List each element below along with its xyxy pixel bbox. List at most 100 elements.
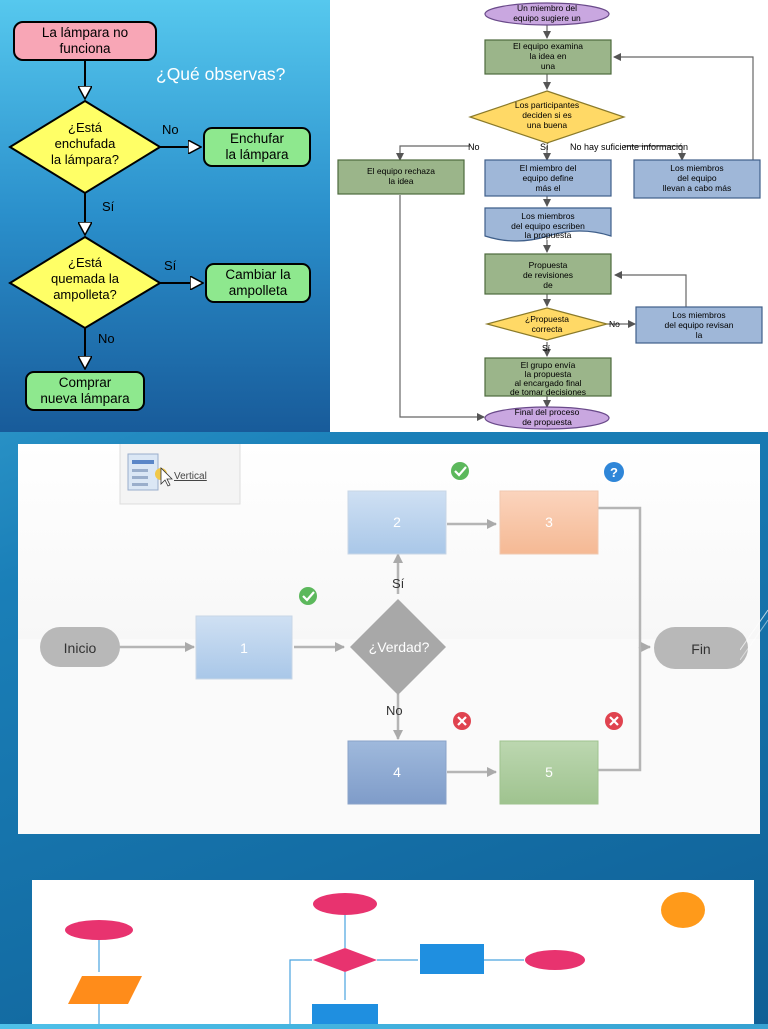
status-box-1-label: 1 (240, 640, 248, 656)
decision-burnt-line1: ¿Está (68, 255, 103, 270)
proposal-end-line1: Final del proceso (515, 407, 580, 417)
start-node (13, 21, 157, 61)
lamp-flowchart: La lámpara no funciona ¿Qué observas? ¿E… (8, 21, 311, 411)
status-box-3-label: 3 (545, 514, 553, 530)
label-yes-2: Sí (164, 258, 177, 273)
proposal-send (484, 357, 612, 397)
end-line2: nueva lámpara (40, 391, 130, 406)
action-plug-line1: Enchufar (230, 131, 285, 146)
proposal-review (484, 253, 612, 295)
status-start (40, 627, 120, 667)
blurred-flowchart-panel (32, 880, 754, 1024)
proposal-decide-line2: deciden si es (522, 110, 572, 120)
blurred-start (65, 920, 133, 940)
lamp-flowchart-panel: La lámpara no funciona ¿Qué observas? ¿E… (0, 0, 330, 432)
proposal-start-line1: Un miembro del (517, 3, 577, 13)
proposal-define-line3: más el (535, 183, 560, 193)
action-bulb-line1: Cambiar la (225, 267, 291, 282)
blurred-input (68, 976, 142, 1004)
help-glyph: ? (610, 465, 618, 480)
label-no-2: No (98, 331, 115, 346)
mouse-pointer-icon (160, 467, 173, 487)
proposal-decide-line1: Los participantes (515, 100, 579, 110)
check-mark (454, 466, 467, 477)
proposal-reject-line1: El equipo rechaza (367, 166, 435, 176)
status-box-3 (499, 490, 599, 555)
label-yes-1: Sí (102, 199, 115, 214)
proposal-send-line1: El grupo envía (521, 360, 576, 370)
proposal-start (484, 2, 610, 26)
status-end-label: Fin (691, 641, 710, 657)
status-decision (350, 599, 446, 695)
proposal-examine-line2: la idea en (530, 51, 567, 61)
proposal-correct-line1: ¿Propuesta (525, 314, 569, 324)
blurred-end (525, 950, 585, 970)
proposal-examine-line3: una (541, 61, 555, 71)
decision-plugged-line1: ¿Está (68, 120, 103, 135)
status-box-5 (499, 740, 599, 805)
status-label-yes: Sí (392, 576, 405, 591)
end-node (25, 371, 145, 411)
proposal-revise-line1: Los miembros (672, 310, 725, 320)
status-box-4-label: 4 (393, 764, 401, 780)
status-flowchart: Vertical Inicio 1 ¿Verdad? Sí No 2 (40, 441, 748, 805)
toolbar-label: Vertical (174, 471, 207, 482)
proposal-revise-line3: la (696, 330, 703, 340)
blurred-flowchart (65, 892, 705, 1024)
proposal-investigate (633, 159, 761, 199)
proposal-flowchart-panel: Un miembro del equipo sugiere un El equi… (330, 0, 768, 432)
proposal-review-line1: Propuesta (529, 260, 568, 270)
decision-burnt-line2: quemada la (51, 271, 120, 286)
proposal-define (484, 159, 612, 197)
status-flowchart-wrap: Vertical Inicio 1 ¿Verdad? Sí No 2 (18, 441, 760, 834)
layout-bar (132, 483, 148, 486)
status-end (654, 627, 748, 669)
proposal-define-line2: equipo define (522, 173, 573, 183)
help-icon (604, 462, 624, 482)
decorative-lines (740, 609, 768, 661)
status-decision-label: ¿Verdad? (369, 639, 430, 655)
action-plug (203, 127, 311, 167)
check-icon (299, 587, 317, 605)
proposal-flowchart: Un miembro del equipo sugiere un El equi… (337, 2, 763, 430)
blurred-process-2 (312, 1004, 378, 1024)
proposal-label-no: No (468, 142, 480, 152)
proposal-examine (484, 39, 612, 75)
status-start-label: Inicio (64, 640, 97, 656)
proposal-end-line2: de propuesta (522, 417, 572, 427)
proposal-investigate-line2: del equipo (677, 173, 717, 183)
proposal-define-line1: El miembro del (520, 163, 577, 173)
end-line1: Comprar (59, 375, 112, 390)
proposal-start-line2: equipo sugiere un (513, 13, 581, 23)
layout-bar (132, 476, 148, 479)
decision-burnt-line3: ampolleta? (53, 287, 117, 302)
blurred-process (420, 944, 484, 974)
proposal-investigate-line3: llevan a cabo más (663, 183, 732, 193)
start-label-2: funciona (59, 41, 111, 56)
action-bulb-line2: ampolleta (229, 283, 288, 298)
proposal-decide-line3: una buena (527, 120, 567, 130)
proposal-decide (468, 90, 626, 144)
status-box-2-label: 2 (393, 514, 401, 530)
proposal-write-line3: la propuesta (525, 230, 572, 240)
blurred-circle (661, 892, 705, 928)
action-bulb (205, 263, 311, 303)
decision-plugged-line3: la lámpara? (51, 152, 119, 167)
label-no-1: No (162, 122, 179, 137)
check-icon (451, 462, 469, 480)
error-mark (609, 716, 619, 726)
proposal-write (484, 207, 612, 242)
status-box-2 (347, 490, 447, 555)
proposal-examine-line1: El equipo examina (513, 41, 583, 51)
proposal-write-line2: del equipo escriben (511, 221, 585, 231)
blurred-start-2 (313, 893, 377, 915)
status-box-5-label: 5 (545, 764, 553, 780)
proposal-correct (484, 307, 610, 341)
error-mark (457, 716, 467, 726)
layout-bar (132, 469, 148, 472)
proposal-label-no2: No (609, 319, 620, 329)
status-box-1 (195, 615, 293, 680)
proposal-revise (635, 306, 763, 344)
proposal-send-line2: la propuesta (525, 369, 572, 379)
check-mark (302, 591, 315, 602)
